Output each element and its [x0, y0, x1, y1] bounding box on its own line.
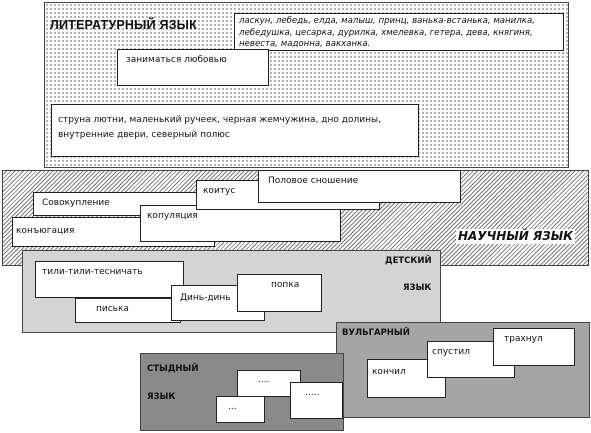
vulgar-word-trakhnul: трахнул	[493, 328, 575, 366]
child-word-popka: попка	[237, 274, 322, 312]
vulgar-language-title: ВУЛЬГАРНЫЙ	[342, 328, 410, 338]
literary-words-box: ласкун, лебедь, елда, малыш, принц, вань…	[234, 13, 564, 51]
term-kopulyatsiya: копуляция	[140, 205, 341, 242]
metaphor-box: струна лютни, маленький ручеек, черная ж…	[51, 104, 419, 157]
shameful-language-title-line2: ЯЗЫК	[147, 392, 176, 402]
term-polovoe-snoshenie: Половое сношение	[258, 170, 461, 203]
love-phrase-box: заниматься любовью	[117, 49, 269, 86]
shameful-word-2: ...	[216, 396, 265, 423]
scientific-language-title: НАУЧНЫЙ ЯЗЫК	[456, 229, 575, 244]
shameful-word-3: .....	[290, 382, 343, 419]
child-word-piska: писька	[75, 298, 181, 323]
children-language-title-line1: ДЕТСКИЙ	[385, 256, 432, 266]
child-word-tili: тили-тили-тесничать	[35, 261, 184, 298]
children-language-title-line2: ЯЗЫК	[403, 283, 432, 293]
literary-language-title: ЛИТЕРАТУРНЫЙ ЯЗЫК	[50, 18, 197, 32]
shameful-language-title-line1: СТЫДНЫЙ	[147, 364, 199, 374]
